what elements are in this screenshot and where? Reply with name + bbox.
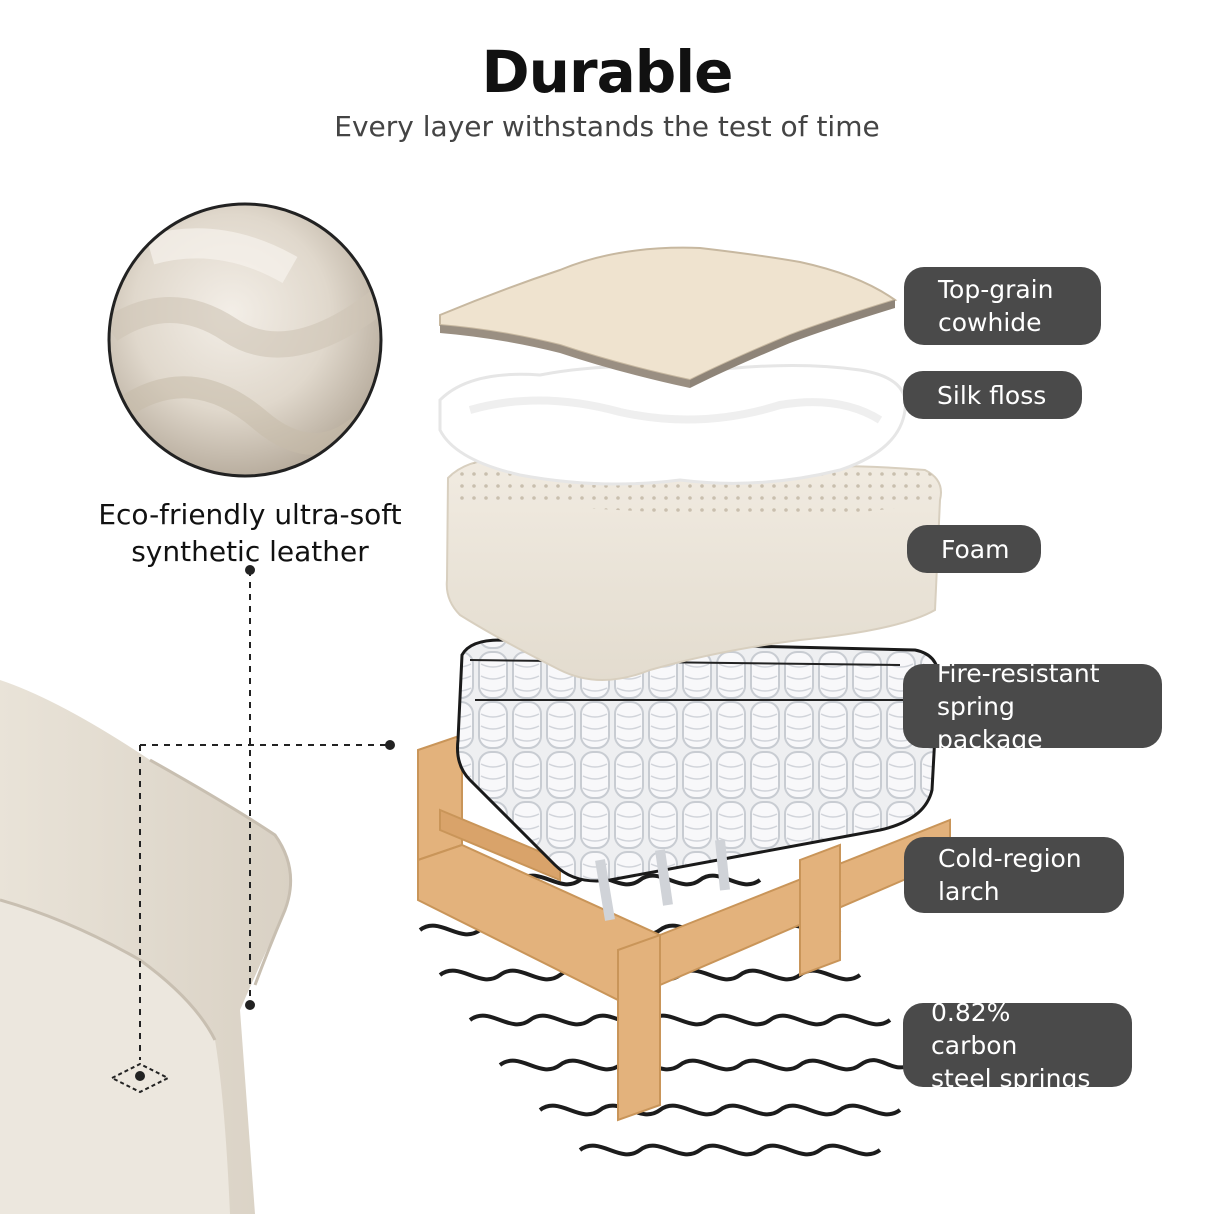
page-title: Durable — [481, 38, 734, 106]
leather-caption: Eco-friendly ultra-soft synthetic leathe… — [98, 498, 402, 568]
label-carbon-steel-springs: 0.82% carbon steel springs — [903, 998, 1132, 1093]
cowhide-layer — [439, 246, 898, 388]
label-fire-resistant-spring-package: Fire-resistant spring package — [903, 659, 1162, 754]
label-foam: Foam — [907, 525, 1041, 573]
label-top-grain-cowhide: Top-grain cowhide — [904, 267, 1101, 345]
leader-dot — [385, 740, 395, 750]
silk-floss — [438, 363, 907, 486]
target-marker-icon — [109, 1062, 171, 1094]
leader-dot — [245, 1000, 255, 1010]
larch-frame — [417, 733, 951, 1122]
label-silk-floss: Silk floss — [903, 371, 1082, 419]
label-cold-region-larch: Cold-region larch — [904, 837, 1124, 913]
leader-lines — [139, 570, 390, 1060]
leather-texture-circle — [107, 202, 383, 478]
leader-dot — [245, 565, 255, 575]
page-subtitle: Every layer withstands the test of time — [334, 110, 880, 143]
spring-package — [456, 638, 940, 921]
sofa-arm — [0, 680, 293, 1214]
foam-block — [445, 458, 942, 681]
